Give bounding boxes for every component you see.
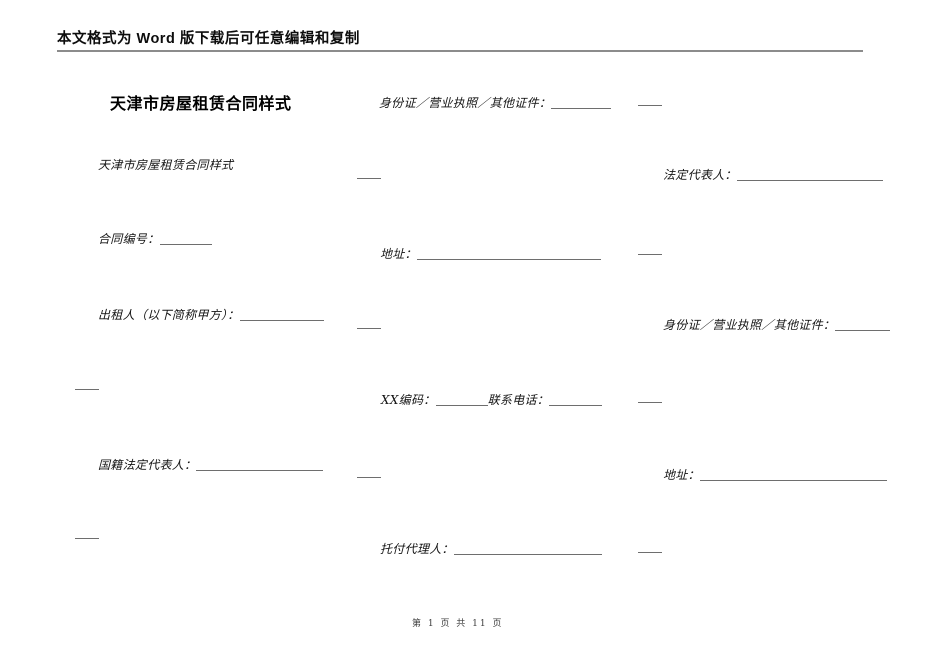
blank-line-dash: [357, 328, 381, 329]
id-cert-label-middle: 身份证／营业执照／其他证件：: [379, 96, 552, 110]
id-cert-blank-right: [835, 330, 891, 331]
xx-code-label: XX编码：: [381, 393, 436, 407]
row-id-cert-middle: 身份证／营业执照／其他证件：: [379, 94, 612, 111]
blank-line-dash: [638, 105, 662, 106]
header-notice-text: 本文格式为 Word 版下载后可任意编辑和复制: [57, 31, 360, 47]
row-xx-code-phone: XX编码： 联系电话：: [381, 391, 603, 408]
phone-label: 联系电话：: [487, 393, 550, 407]
row-contract-number: 合同编号：: [98, 230, 212, 247]
address-label-right: 地址：: [663, 468, 700, 482]
row-nationality-legal-rep: 国籍法定代表人：: [98, 456, 324, 473]
nationality-legal-rep-blank: [196, 470, 324, 471]
id-cert-blank-middle: [551, 108, 612, 109]
agent-label: 托付代理人：: [380, 542, 454, 556]
blank-line-dash: [638, 552, 662, 553]
blank-line-dash: [638, 254, 662, 255]
blank-line-dash: [75, 538, 99, 539]
lessor-blank: [239, 320, 324, 321]
legal-rep-label: 法定代表人：: [663, 168, 737, 182]
address-label-middle: 地址：: [380, 247, 417, 261]
row-id-cert-right: 身份证／营业执照／其他证件：: [663, 316, 891, 333]
blank-line-dash: [357, 477, 381, 478]
document-title: 天津市房屋租赁合同样式: [110, 96, 292, 113]
subtitle: 天津市房屋租赁合同样式: [98, 158, 234, 172]
agent-blank: [453, 554, 602, 555]
row-legal-rep: 法定代表人：: [663, 166, 883, 183]
contract-number-label: 合同编号：: [98, 232, 160, 246]
address-blank-middle: [416, 259, 601, 260]
contract-number-blank: [159, 244, 212, 245]
page-footer: 第 1 页 共 11 页: [412, 619, 504, 629]
row-subtitle: 天津市房屋租赁合同样式: [98, 156, 233, 173]
phone-blank: [549, 405, 603, 406]
blank-line-dash: [638, 402, 662, 403]
row-address-middle: 地址：: [380, 245, 601, 262]
row-address-right: 地址：: [663, 466, 887, 483]
id-cert-label-right: 身份证／营业执照／其他证件：: [663, 318, 836, 332]
nationality-legal-rep-label: 国籍法定代表人：: [98, 458, 197, 472]
header-underline: [57, 50, 863, 52]
blank-line-dash: [75, 389, 99, 390]
row-lessor: 出租人（以下简称甲方）：: [98, 306, 324, 323]
lessor-label: 出租人（以下简称甲方）：: [98, 308, 240, 322]
address-blank-right: [699, 480, 887, 481]
row-agent: 托付代理人：: [380, 540, 602, 557]
blank-line-dash: [357, 178, 381, 179]
xx-code-blank: [435, 405, 488, 406]
legal-rep-blank: [736, 180, 883, 181]
